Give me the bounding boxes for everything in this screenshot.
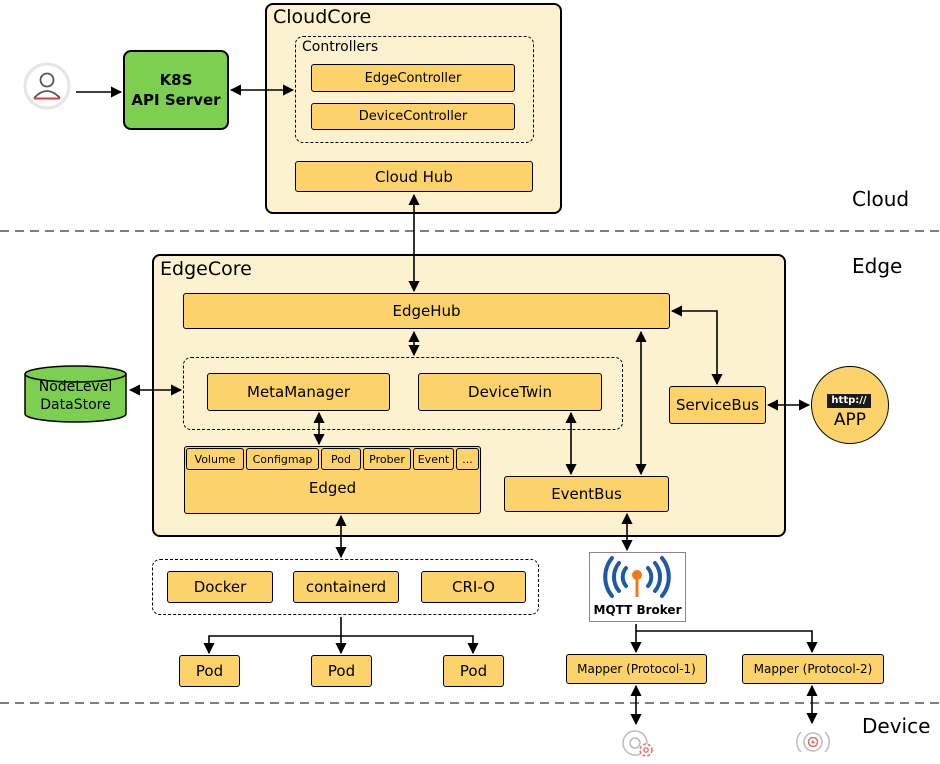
user-icon (20, 61, 74, 111)
runtime-containerd: containerd (293, 571, 399, 603)
mqtt-broker-label: MQTT Broker (593, 603, 682, 617)
edgehub-box: EdgeHub (183, 293, 670, 329)
device-sensor-icon (793, 725, 833, 759)
mqtt-broker-box: MQTT Broker (589, 552, 686, 622)
edged-module-configmap: Configmap (246, 448, 319, 470)
devicecontroller-box: DeviceController (311, 103, 515, 130)
app-circle (811, 366, 889, 444)
app-label: APP (833, 410, 867, 430)
pod-2: Pod (311, 655, 372, 687)
cloudhub-box: Cloud Hub (295, 161, 533, 192)
http-badge: http:// (827, 394, 871, 408)
cloudcore-title: CloudCore (273, 6, 372, 28)
runtime-docker: Docker (167, 571, 273, 603)
servicebus-box: ServiceBus (669, 386, 766, 424)
mqtt-broker-icon (603, 556, 671, 598)
api-server-label: API Server (131, 91, 221, 109)
runtime-cri-o: CRI-O (421, 571, 526, 603)
datastore-cylinder (23, 364, 128, 424)
datastore-label-line1: NodeLevel (38, 379, 113, 395)
pod-1: Pod (179, 655, 240, 687)
metamanager-box: MetaManager (207, 373, 390, 411)
edgecore-title: EdgeCore (160, 258, 252, 280)
datastore-label-line2: DataStore (40, 397, 111, 413)
pod-3: Pod (443, 655, 504, 687)
k8s-label: K8S (159, 71, 193, 89)
edged-module-prober: Prober (363, 448, 411, 470)
edgecontroller-box: EdgeController (311, 64, 515, 92)
edged-module-volume: Volume (186, 448, 244, 470)
devicetwin-box: DeviceTwin (418, 373, 602, 411)
zone-label-device: Device (862, 714, 931, 738)
zone-label-cloud: Cloud (852, 187, 910, 211)
meta-twin-group (183, 357, 623, 430)
mapper-protocol-2: Mapper (Protocol-2) (742, 654, 884, 684)
controllers-group (295, 36, 534, 143)
datastore-label: NodeLevel DataStore (23, 378, 128, 414)
k8s-api-server: K8S API Server (123, 50, 229, 130)
eventbus-box: EventBus (504, 476, 669, 512)
device-gear-icon (620, 726, 656, 760)
zone-label-edge: Edge (852, 254, 903, 278)
edged-module-event: Event (413, 448, 454, 470)
edged-module-more: ... (456, 448, 479, 470)
mapper-protocol-1: Mapper (Protocol-1) (566, 654, 707, 684)
controllers-label: Controllers (302, 39, 379, 55)
runtimes-group (152, 559, 539, 615)
edged-module-pod: Pod (321, 448, 361, 470)
